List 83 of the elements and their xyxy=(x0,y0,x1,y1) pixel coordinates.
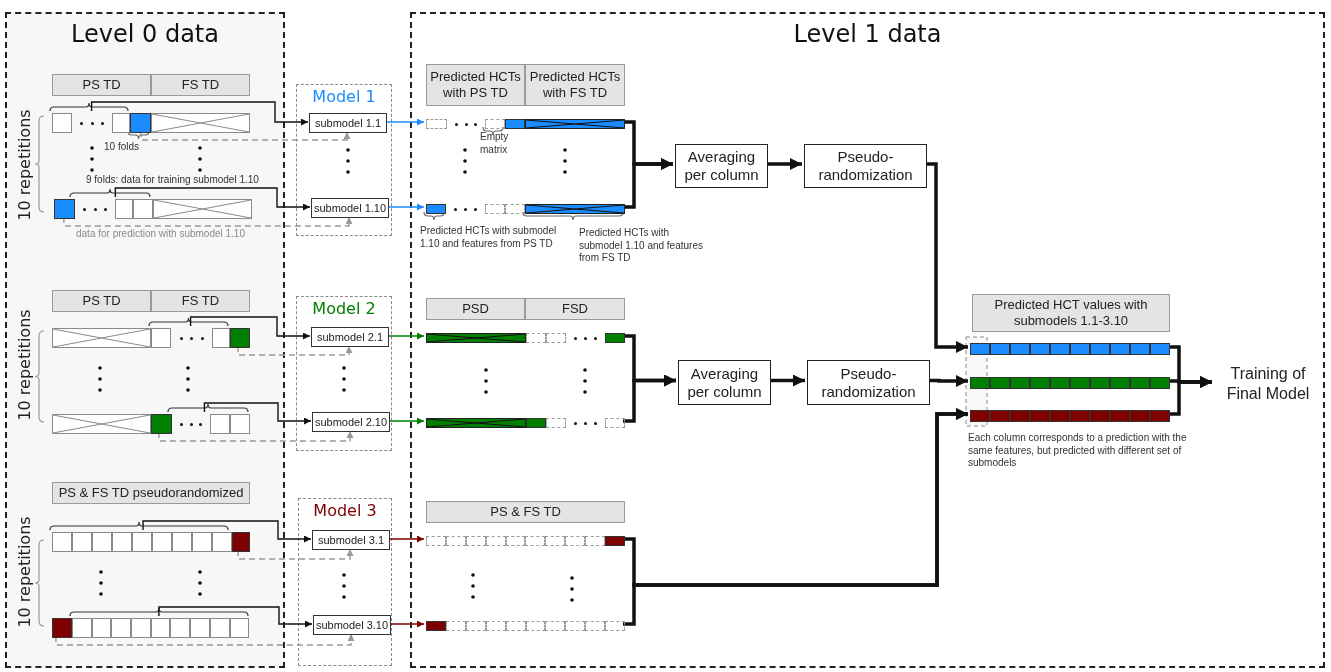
rotated-label: 10 repetitions xyxy=(14,516,34,628)
thick-arrow xyxy=(928,375,968,387)
arrow xyxy=(387,332,425,340)
dashed-arrow xyxy=(140,130,351,141)
annotation-text: data for prediction with submodel 1.10 xyxy=(76,228,246,241)
thick-arrow xyxy=(623,158,673,209)
arrow xyxy=(389,620,425,628)
panel-title: Level 1 data xyxy=(792,20,943,48)
arrow xyxy=(158,606,313,628)
dashed-panel xyxy=(5,12,285,668)
data-row xyxy=(52,113,250,133)
column-header: Predicted HCTs with PS TD xyxy=(426,64,525,106)
rotated-label: 10 repetitions xyxy=(14,109,34,221)
arrow xyxy=(203,402,312,425)
model-group-box xyxy=(296,84,392,236)
data-row xyxy=(52,414,250,434)
output-text: Training of Final Model xyxy=(1214,362,1322,406)
arrow xyxy=(388,535,425,543)
panel-title: Level 0 data xyxy=(70,20,220,48)
annotation-text: Predicted HCTs with submodel 1.10 and features from PS TD xyxy=(420,225,558,250)
thick-arrow xyxy=(1168,376,1212,416)
submodel-box: submodel 3.10 xyxy=(313,615,391,635)
submodel-box: submodel 1.1 xyxy=(309,113,387,133)
data-row xyxy=(426,418,625,428)
model-title: Model 2 xyxy=(311,299,377,318)
data-row xyxy=(426,333,625,343)
column-header: Predicted HCT values with submodels 1.1-3.10 xyxy=(972,294,1170,332)
arrow xyxy=(385,118,425,126)
model-title: Model 3 xyxy=(312,501,378,520)
arrow xyxy=(90,101,309,126)
column-header: PS & FS TD pseudorandomized xyxy=(52,482,250,504)
submodel-box: submodel 1.10 xyxy=(311,198,389,218)
thick-arrow xyxy=(769,374,805,387)
thick-arrow xyxy=(623,374,676,423)
data-row xyxy=(52,328,250,348)
annotation-text: Predicted HCTs with submodel 1.10 and features from FS TD xyxy=(579,227,704,265)
submodel-box: submodel 2.10 xyxy=(312,412,390,432)
column-header: PS TD xyxy=(52,290,151,312)
annotation-text: 10 folds xyxy=(104,141,141,154)
column-header: PSD xyxy=(426,298,525,320)
data-row xyxy=(970,343,1170,355)
arrow xyxy=(387,203,425,211)
data-row xyxy=(52,532,250,552)
column-header: FS TD xyxy=(151,74,250,96)
column-header: PS & FS TD xyxy=(426,501,625,523)
arrow xyxy=(388,417,425,425)
process-box: Averaging per column xyxy=(678,360,771,405)
process-box: Averaging per column xyxy=(675,144,768,188)
data-row xyxy=(52,618,250,638)
arrow xyxy=(114,187,311,211)
thick-arrow xyxy=(766,158,802,170)
dashed-arrow xyxy=(63,216,353,227)
dashed-arrow xyxy=(158,430,354,442)
arrow xyxy=(142,520,312,543)
column-header: FSD xyxy=(525,298,625,320)
submodel-box: submodel 3.1 xyxy=(312,530,390,550)
process-box: Pseudo-randomization xyxy=(807,360,930,405)
model-group-box xyxy=(296,296,392,451)
process-box: Pseudo-randomization xyxy=(804,144,927,188)
dashed-arrow xyxy=(237,345,353,356)
data-row xyxy=(970,377,1170,389)
annotation-text: Each column corresponds to a prediction with the same features, but predicted with different set of submodels xyxy=(968,432,1188,470)
thick-arrow xyxy=(623,408,968,626)
dashed-panel xyxy=(410,12,1325,668)
model-group-box xyxy=(298,498,392,666)
data-row xyxy=(970,410,1170,422)
annotation-text: Empty matrix xyxy=(480,131,510,156)
column-header: Predicted HCTs with FS TD xyxy=(525,64,625,106)
dashed-arrow xyxy=(55,633,355,646)
rotated-label: 10 repetitions xyxy=(14,309,34,421)
arrow xyxy=(189,316,311,340)
dashed-arrow xyxy=(237,548,354,560)
annotation-text: 9 folds: data for training submodel 1.10 xyxy=(86,174,260,187)
column-header: FS TD xyxy=(151,290,250,312)
submodel-box: submodel 2.1 xyxy=(311,327,389,347)
thick-arrow xyxy=(925,162,968,353)
model-title: Model 1 xyxy=(311,87,377,106)
column-header: PS TD xyxy=(52,74,151,96)
data-row xyxy=(54,199,252,219)
data-row xyxy=(426,204,625,214)
data-row xyxy=(426,119,625,129)
data-row xyxy=(426,536,625,546)
data-row xyxy=(426,621,625,631)
